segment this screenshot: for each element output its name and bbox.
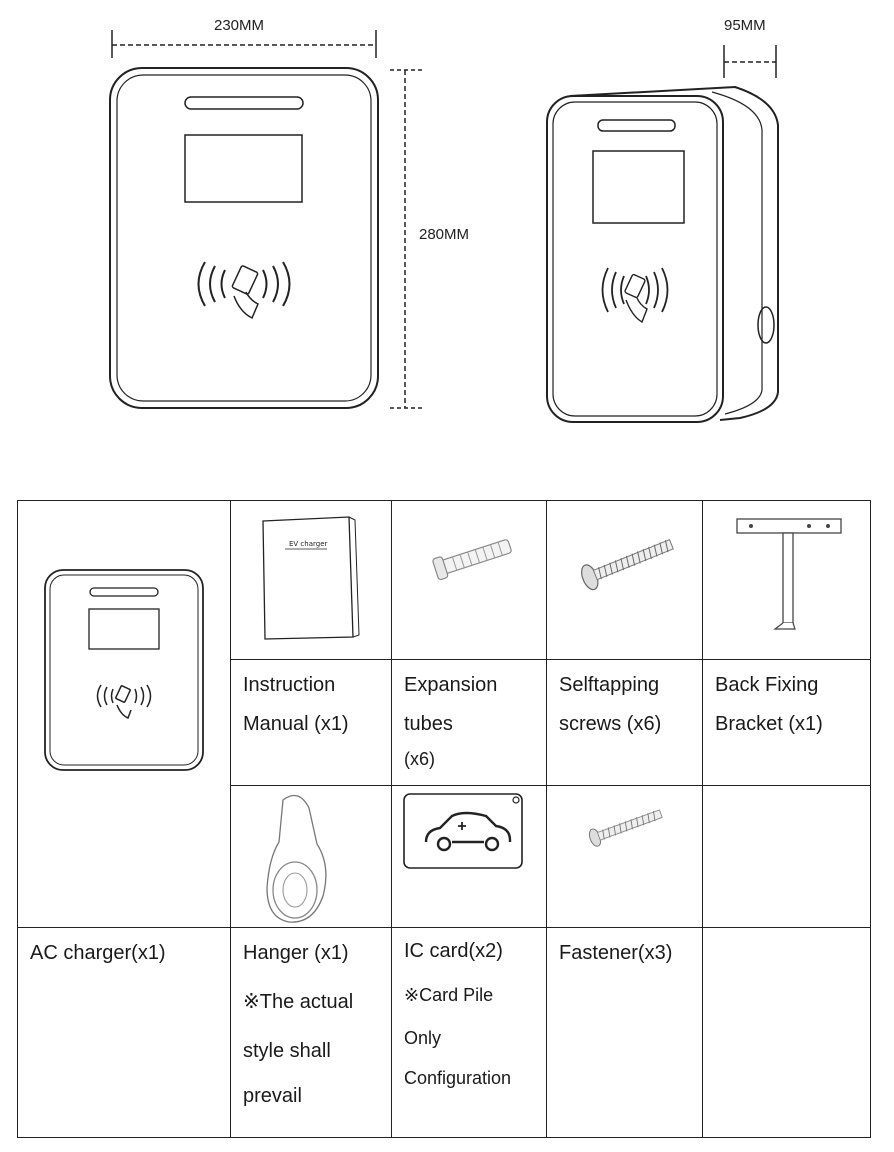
instruction-manual-icon: EV charger — [262, 516, 360, 640]
width-dimension-label: 230MM — [214, 17, 265, 34]
fastener-label-cell: Fastener(x3) — [546, 927, 703, 1138]
ac-charger-icon — [44, 569, 204, 771]
hanger-image-cell — [230, 785, 392, 928]
screws-label-line: Selftapping — [559, 674, 660, 696]
charger-front-back-views — [109, 30, 779, 423]
back-fixing-bracket-icon — [736, 518, 842, 630]
empty-cell — [702, 785, 871, 928]
bracket-label-line: Bracket (x1) — [715, 713, 823, 735]
bracket-label-line: Back Fixing — [715, 674, 819, 696]
manual-image-cell: EV charger — [230, 500, 392, 660]
bracket-label-cell: Back Fixing Bracket (x1) — [702, 659, 871, 786]
hanger-label-cell: Hanger (x1) ※The actual style shall prev… — [230, 927, 392, 1138]
hanger-icon — [266, 794, 327, 923]
dimension-drawing: 230MM 95MM 280MM — [0, 0, 894, 440]
tubes-label-line: (x6) — [404, 749, 435, 769]
ac-charger-label: AC charger(x1) — [30, 942, 166, 964]
bracket-image-cell — [702, 500, 871, 660]
fastener-icon — [588, 809, 663, 847]
hanger-label-line: prevail — [243, 1085, 302, 1107]
hanger-label-line: style shall — [243, 1040, 331, 1062]
tubes-label-line: Expansion — [404, 674, 498, 696]
manual-label-cell: Instruction Manual (x1) — [230, 659, 392, 786]
screws-label-line: screws (x6) — [559, 713, 662, 735]
hanger-label-line: ※The actual — [243, 991, 354, 1013]
card-label-line: Only — [404, 1028, 442, 1049]
card-label-line: IC card(x2) — [404, 940, 503, 962]
empty-label-cell — [702, 927, 871, 1138]
expansion-tube-image-cell — [391, 500, 547, 660]
hanger-label-line: Hanger (x1) — [243, 942, 349, 964]
manual-cover-text: EV charger — [289, 540, 328, 548]
height-dimension-label: 280MM — [419, 226, 470, 243]
rfid-card-icon — [197, 261, 291, 320]
screw-image-cell — [546, 500, 703, 660]
manual-label-line: Manual (x1) — [243, 713, 349, 735]
fastener-label: Fastener(x3) — [559, 942, 673, 964]
ac-charger-image-cell — [17, 500, 231, 928]
ic-card-image-cell — [391, 785, 547, 928]
rfid-card-icon-side — [601, 267, 669, 324]
screws-label-cell: Selftapping screws (x6) — [546, 659, 703, 786]
tubes-label-line: tubes — [404, 713, 453, 735]
ac-charger-label-cell: AC charger(x1) — [17, 927, 231, 1138]
manual-label-line: Instruction — [243, 674, 336, 696]
depth-dimension-label: 95MM — [724, 17, 766, 34]
expansion-tube-icon — [432, 539, 512, 581]
card-label-line: Configuration — [404, 1067, 512, 1088]
car-plug-icon — [424, 811, 512, 852]
fastener-image-cell — [546, 785, 703, 928]
packing-list-table: EV charger — [17, 500, 871, 1138]
selftapping-screw-icon — [581, 538, 674, 591]
tubes-label-cell: Expansion tubes (x6) — [391, 659, 547, 786]
card-label-line: ※Card Pile — [404, 985, 494, 1005]
card-label-cell: IC card(x2) ※Card Pile Only Configuratio… — [391, 927, 547, 1138]
ic-card-icon — [403, 793, 523, 869]
